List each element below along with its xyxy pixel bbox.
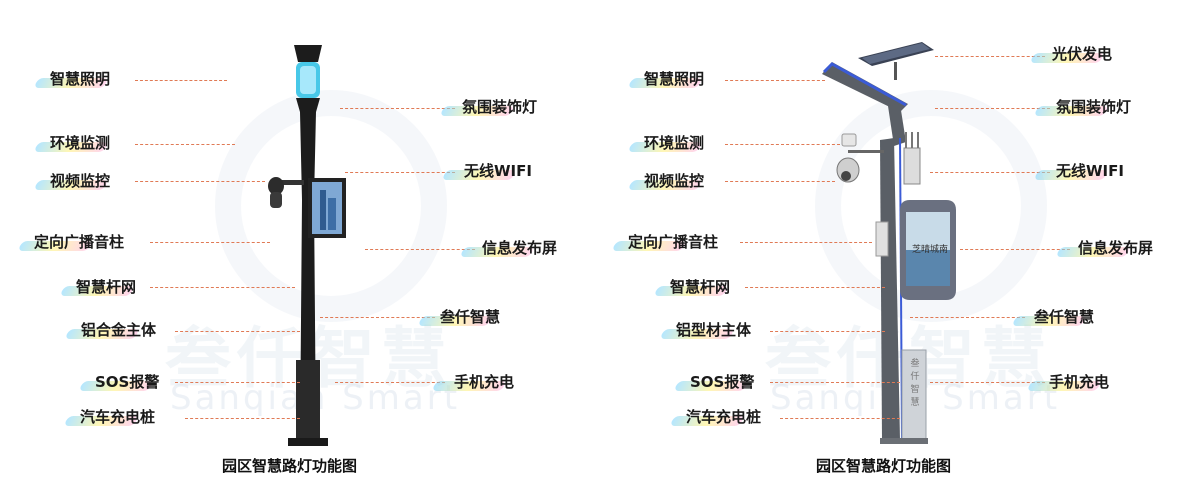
leader-line bbox=[175, 382, 300, 383]
leader-line bbox=[930, 172, 1050, 173]
right-lamp-pole-illustration: 芝晴城南 bbox=[822, 42, 956, 444]
leader-line bbox=[745, 287, 885, 288]
label-sos-alarm: SOS报警 bbox=[673, 372, 754, 392]
label-directional-speaker: 定向广播音柱 bbox=[17, 232, 124, 252]
leader-line bbox=[725, 144, 840, 145]
label-smart-pole-network: 智慧杆网 bbox=[59, 277, 136, 297]
label-environment-monitoring: 环境监测 bbox=[33, 133, 110, 153]
leader-line bbox=[365, 249, 475, 250]
label-ev-charging-pile: 汽车充电桩 bbox=[669, 407, 761, 427]
label-sanqian-smart: 叁仟智慧 bbox=[1011, 307, 1094, 327]
leader-line bbox=[960, 249, 1070, 250]
label-environment-monitoring: 环境监测 bbox=[627, 133, 704, 153]
label-video-surveillance: 视频监控 bbox=[627, 171, 704, 191]
leader-line bbox=[910, 317, 1025, 318]
leader-line bbox=[725, 80, 825, 81]
leader-line bbox=[725, 181, 835, 182]
left-lamp-pole-illustration bbox=[268, 45, 346, 446]
leader-line bbox=[935, 108, 1050, 109]
leader-line bbox=[150, 287, 295, 288]
leader-line bbox=[740, 242, 872, 243]
leader-line bbox=[930, 382, 1045, 383]
diagram-caption: 园区智慧路灯功能图 bbox=[816, 457, 952, 475]
label-phone-charging: 手机充电 bbox=[1026, 372, 1109, 392]
label-wireless-wifi: 无线WIFI bbox=[441, 161, 532, 181]
label-video-surveillance: 视频监控 bbox=[33, 171, 110, 191]
label-smart-lighting: 智慧照明 bbox=[33, 69, 110, 89]
label-wireless-wifi: 无线WIFI bbox=[1033, 161, 1124, 181]
leader-line bbox=[780, 418, 900, 419]
leader-line bbox=[335, 382, 445, 383]
cabinet-brand-text: 叁仟智慧 bbox=[910, 359, 920, 408]
label-info-display: 信息发布屏 bbox=[1055, 238, 1153, 258]
label-solar-power: 光伏发电 bbox=[1029, 44, 1112, 64]
leader-line bbox=[340, 108, 455, 109]
leader-line bbox=[135, 80, 227, 81]
leader-line bbox=[135, 144, 235, 145]
label-smart-pole-network: 智慧杆网 bbox=[653, 277, 730, 297]
label-ambient-light: 氛围装饰灯 bbox=[439, 97, 537, 117]
left-diagram-panel: 叁仟智慧 Sanqian Smart 智慧照明 环境监测 视频监控 定向广播音柱… bbox=[17, 45, 557, 475]
label-info-display: 信息发布屏 bbox=[459, 238, 557, 258]
svg-text:芝晴城南: 芝晴城南 bbox=[912, 243, 948, 255]
leader-line bbox=[345, 172, 455, 173]
label-sanqian-smart: 叁仟智慧 bbox=[417, 307, 500, 327]
leader-line bbox=[150, 242, 270, 243]
leader-line bbox=[175, 331, 300, 332]
leader-line bbox=[935, 56, 1045, 57]
label-ambient-light: 氛围装饰灯 bbox=[1033, 97, 1131, 117]
label-aluminum-body: 铝合金主体 bbox=[64, 320, 156, 340]
leader-line bbox=[770, 382, 900, 383]
leader-line bbox=[135, 181, 265, 182]
diagram-caption: 园区智慧路灯功能图 bbox=[222, 457, 358, 475]
label-smart-lighting: 智慧照明 bbox=[627, 69, 704, 89]
label-aluminum-profile-body: 铝型材主体 bbox=[659, 320, 751, 340]
leader-line bbox=[185, 418, 300, 419]
label-ev-charging-pile: 汽车充电桩 bbox=[63, 407, 155, 427]
label-directional-speaker: 定向广播音柱 bbox=[611, 232, 718, 252]
right-diagram-panel: 叁仟智慧 Sanqian Smart 芝晴城南 叁仟智慧 bbox=[600, 0, 1200, 492]
leader-line bbox=[770, 331, 885, 332]
label-sos-alarm: SOS报警 bbox=[78, 372, 159, 392]
leader-line bbox=[320, 317, 435, 318]
label-phone-charging: 手机充电 bbox=[431, 372, 514, 392]
